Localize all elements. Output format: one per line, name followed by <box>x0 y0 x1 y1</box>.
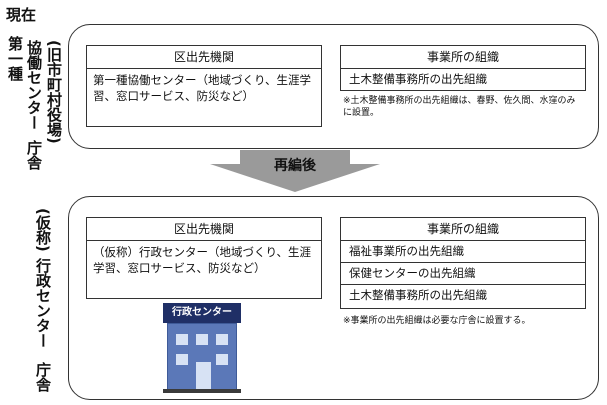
building-sign: 行政センター <box>163 303 241 323</box>
after-side-label-3: 庁舎 <box>34 362 52 392</box>
reorganize-arrow <box>210 150 380 192</box>
after-side-label-2: 行政センター <box>34 258 52 348</box>
current-side-label-2: 協働センター <box>25 40 43 130</box>
door-icon <box>195 362 211 391</box>
window-icon <box>176 334 188 345</box>
current-office-box: 事業所の組織 土木整備事務所の出先組織 <box>340 45 586 91</box>
building-body <box>167 323 237 391</box>
current-branch-header: 区出先機関 <box>87 46 321 69</box>
current-branch-box: 区出先機関 第一種協働センター（地域づくり、生涯学習、窓口サービス、防災など） <box>86 45 322 127</box>
current-heading: 現在 <box>6 6 37 24</box>
current-office-header: 事業所の組織 <box>341 46 585 69</box>
arrow-label: 再編後 <box>274 158 316 174</box>
arrow-shape <box>210 150 380 192</box>
after-branch-box: 区出先機関 （仮称）行政センター（地域づくり、生涯学習、窓口サービス、防災など） <box>86 217 322 299</box>
current-side-label-3: (旧市町村役場) <box>45 40 63 144</box>
current-side-label-4: 庁舎 <box>25 140 43 170</box>
after-office-item-1: 福祉事業所の出先組織 <box>349 244 464 258</box>
window-icon <box>216 334 228 345</box>
building-icon: 行政センター <box>163 303 241 393</box>
after-office-item-3: 土木整備事務所の出先組織 <box>341 284 585 306</box>
after-office-item-2: 保健センターの出先組織 <box>341 262 585 284</box>
window-icon <box>176 354 188 365</box>
after-office-header: 事業所の組織 <box>341 218 585 241</box>
after-office-box: 事業所の組織 福祉事業所の出先組織 保健センターの出先組織 土木整備事務所の出先… <box>340 217 586 309</box>
after-branch-header: 区出先機関 <box>87 218 321 241</box>
window-icon <box>216 354 228 365</box>
current-side-label-1: 第一種 <box>6 36 24 81</box>
current-note: ※土木整備事務所の出先組織は、春野、佐久間、水窪のみに設置。 <box>343 96 576 118</box>
after-note: ※事業所の出先組織は必要な庁舎に設置する。 <box>343 316 531 326</box>
current-branch-body: 第一種協働センター（地域づくり、生涯学習、窓口サービス、防災など） <box>93 73 312 103</box>
after-side-label-1: (仮称) <box>34 208 52 252</box>
current-office-item: 土木整備事務所の出先組織 <box>349 72 487 86</box>
after-branch-body: （仮称）行政センター（地域づくり、生涯学習、窓口サービス、防災など） <box>93 245 312 275</box>
window-icon <box>196 334 208 345</box>
building-base <box>163 389 241 393</box>
